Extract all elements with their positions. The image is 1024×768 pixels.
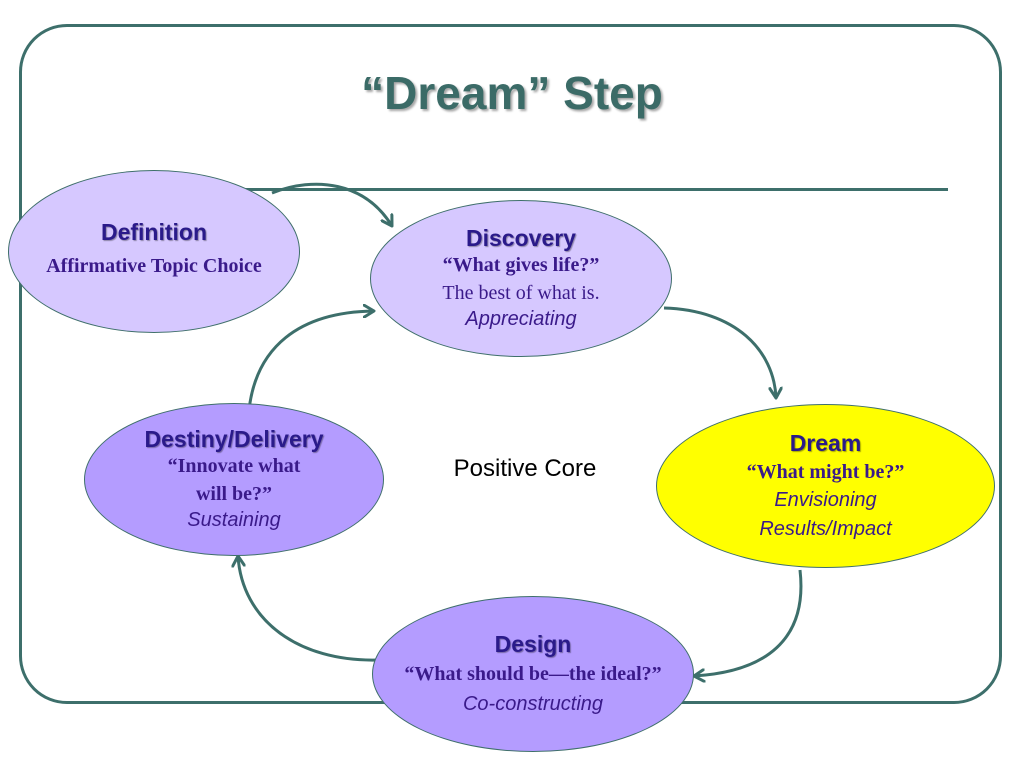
design-heading: Design [494,631,572,658]
dream-outcome: Results/Impact [759,518,892,541]
destiny-activity: Sustaining [187,509,281,532]
destiny-heading: Destiny/Delivery [144,425,324,452]
definition-subtitle: Affirmative Topic Choice [46,254,262,277]
arrow-discovery-to-dream [663,306,776,398]
title-divider [242,188,948,191]
discovery-description: The best of what is. [442,282,600,305]
design-activity: Co-constructing [462,692,604,715]
discovery-heading: Discovery [466,224,576,251]
design-question: “What should be—the ideal?” [404,662,662,685]
node-dream: Dream “What might be?” Envisioning Resul… [656,404,995,568]
dream-activity: Envisioning [774,489,877,512]
dream-heading: Dream [789,429,862,456]
node-definition: Definition Affirmative Topic Choice [8,170,300,333]
dream-question: “What might be?” [746,461,905,484]
arrow-design-to-destiny [238,556,379,662]
node-discovery: Discovery “What gives life?” The best of… [370,200,672,357]
destiny-question-line1: “Innovate what [167,455,301,478]
arrow-destiny-to-discovery [247,311,374,411]
definition-heading: Definition [100,219,208,246]
arrow-definition-to-discovery [271,182,392,226]
discovery-activity: Appreciating [465,308,577,331]
slide-title: “Dream” Step [361,67,663,119]
arrow-dream-to-design [694,569,803,676]
node-destiny-delivery: Destiny/Delivery “Innovate what will be?… [84,403,384,556]
positive-core-label: Positive Core [453,455,597,482]
destiny-question-line2: will be?” [195,483,273,506]
node-design: Design “What should be—the ideal?” Co-co… [372,596,694,752]
discovery-question: “What gives life?” [442,254,600,277]
